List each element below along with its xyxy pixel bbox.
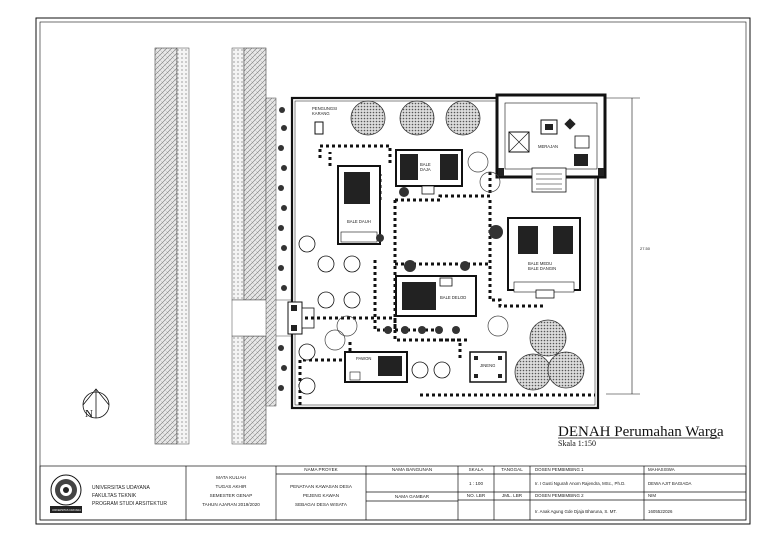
tb-building-header: NAMA BANGUNAN: [392, 467, 432, 472]
tb-course-line-3: SEMESTER GENAP: [210, 493, 253, 498]
tb-university: UNIVERSITAS UDAYANA: [92, 485, 150, 491]
small-shrubs: [298, 235, 451, 395]
sheet-outer-border: [35, 17, 751, 525]
tb-scale-value: 1 : 100: [469, 481, 483, 486]
compound-wall: [290, 96, 600, 410]
tb-project-line-1: PENATAAN KAWASAN DESA: [290, 484, 353, 489]
tb-sheet-count-header: JML. LBR: [502, 493, 523, 498]
drawing-title: DENAH Perumahan Warga: [558, 424, 724, 440]
tb-supervisor1-name: Ir. I Gusti Ngurah Anom Rajendra, MSc., …: [535, 481, 626, 486]
sheet-inner-border: [39, 21, 747, 521]
university-logo: [50, 474, 82, 513]
tb-faculty: FAKULTAS TEKNIK: [92, 493, 137, 499]
label-merajan: MERAJAN: [538, 144, 558, 149]
palm-plants: [324, 151, 509, 351]
tb-course-line-1: MATA KULIAH: [216, 475, 246, 480]
shrine-pengungsi: [314, 121, 324, 135]
label-jineng: JINENG: [480, 363, 495, 368]
flower-plants: [376, 187, 503, 334]
entrance-gate: [287, 301, 315, 335]
tb-supervisor2-name: Ir. Anak Agung Gde Djaja Bharuna, S. MT.: [535, 509, 617, 514]
drawing-scale: Skala 1:150: [558, 439, 596, 448]
tb-scale-header: SKALA: [469, 467, 485, 472]
road: [154, 47, 293, 445]
logo-caption: UNIVERSITAS UDAYANA: [52, 509, 81, 512]
tb-nim-value: 1605522026: [648, 509, 673, 514]
hedge-plants: [278, 107, 287, 391]
label-bale-dauh: BALE DAUH: [347, 219, 371, 224]
tb-course-line-4: TAHUN AJARAN 2019/2020: [202, 502, 260, 507]
dimension-line: [606, 97, 640, 395]
tb-project-line-3: SEBAGAI DESA WISATA: [295, 502, 348, 507]
dimension-label: 27.50: [640, 246, 651, 251]
tb-project-line-2: PEJENG KAWAN: [303, 493, 339, 498]
building-bale-dangin: [507, 217, 581, 299]
tb-nim-header: NIM: [648, 493, 656, 498]
building-jineng: [469, 351, 507, 383]
building-paon: [344, 351, 408, 383]
building-bale-delod: [395, 275, 477, 317]
tb-project-header: NAMA PROYEK: [304, 467, 338, 472]
north-label: N: [85, 408, 93, 420]
tb-supervisor1-header: DOSEN PEMBIMBING 1: [535, 467, 584, 472]
label-paon: PAWON: [356, 356, 371, 361]
tb-student-header: MAHASISWA: [648, 467, 675, 472]
title-block: [39, 465, 747, 521]
building-bale-daja: [395, 149, 463, 195]
tb-sheet-no-header: NO. LBR: [467, 493, 486, 498]
label-bale-delod: BALE DELOD: [440, 295, 466, 300]
building-merajan: [495, 93, 607, 193]
tb-course-line-2: TUGAS AKHIR: [216, 484, 248, 489]
tb-drawing-header: NAMA GAMBAR: [395, 494, 430, 499]
large-trees: [350, 100, 585, 391]
tb-student-name: DEWA AJIT BAGIADA: [648, 481, 692, 486]
north-arrow-icon: [82, 388, 110, 419]
tb-program: PROGRAM STUDI ARSITEKTUR: [92, 501, 167, 507]
building-bale-dauh: [337, 165, 381, 245]
tb-supervisor2-header: DOSEN PEMBIMBING 2: [535, 493, 584, 498]
tb-date-header: TANGGAL: [501, 467, 523, 472]
